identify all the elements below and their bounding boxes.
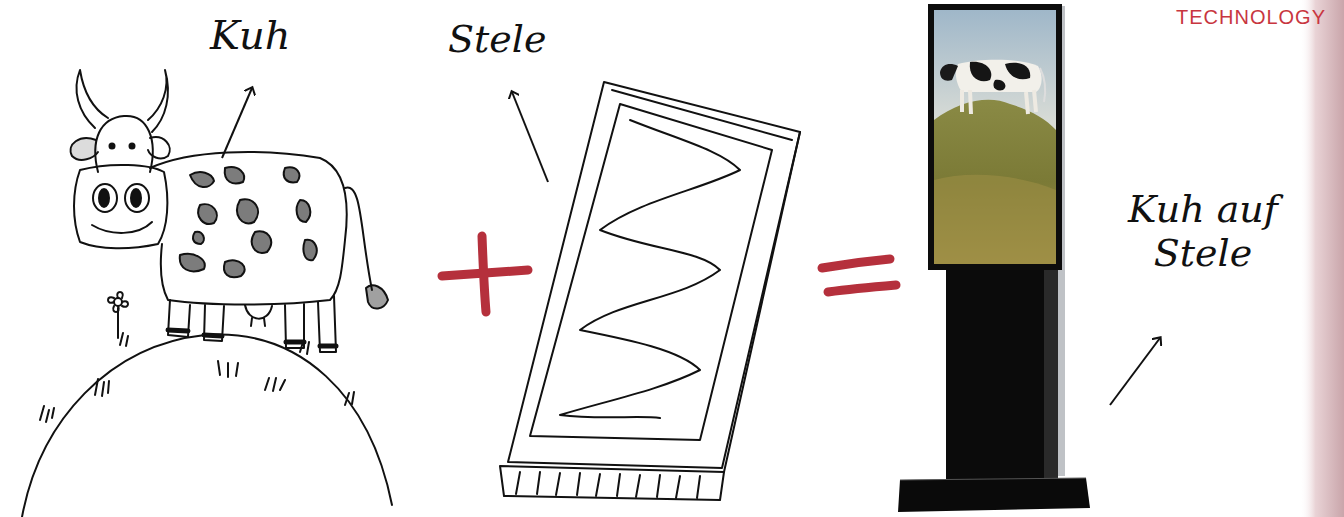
grass-tufts xyxy=(40,333,354,422)
display-hill xyxy=(934,100,1056,264)
sketch-stroke xyxy=(822,259,890,268)
sketch-stroke xyxy=(180,254,205,271)
sketch-stroke xyxy=(190,172,214,187)
stele-foot xyxy=(898,478,1090,512)
sketch-stroke xyxy=(284,167,300,182)
screen-scribble xyxy=(560,120,740,418)
nostril xyxy=(125,184,149,212)
cow-sketch xyxy=(22,70,392,517)
display-grass xyxy=(934,175,1056,264)
background-edge xyxy=(1300,0,1344,517)
sketch-stroke xyxy=(224,260,245,277)
horn xyxy=(76,70,108,128)
stele-screen xyxy=(530,104,772,440)
handwritten-label: Stele xyxy=(448,18,588,62)
handwritten-label: Kuh auf Stele xyxy=(1128,188,1278,275)
sketch-stroke xyxy=(225,167,244,183)
stele-pillar-side xyxy=(1044,270,1058,480)
nostril xyxy=(93,184,117,212)
nostril-hole xyxy=(131,189,141,207)
stele-photo xyxy=(898,4,1090,512)
plus-sign xyxy=(442,236,528,312)
sketch-stroke xyxy=(1040,68,1045,102)
nostril-hole xyxy=(99,189,109,207)
sketch-stroke xyxy=(828,285,896,292)
sketch-stroke xyxy=(193,232,204,244)
sketch-stroke xyxy=(297,200,311,222)
leader-arrow xyxy=(512,92,548,182)
stele-sketch xyxy=(500,82,800,500)
hill xyxy=(22,335,392,517)
flower-petals xyxy=(108,292,128,312)
sketch-stroke xyxy=(482,236,486,312)
sketch-stroke xyxy=(198,204,217,224)
photo-cow xyxy=(940,60,1045,114)
cow-eye xyxy=(130,144,135,149)
handwritten-label: Kuh xyxy=(210,12,320,58)
sketch-stroke xyxy=(303,240,316,260)
display-bezel xyxy=(928,4,1062,270)
base-hatching xyxy=(516,472,700,498)
cow-head xyxy=(95,116,152,172)
sketch-stroke xyxy=(237,199,258,223)
sketch-stroke xyxy=(1005,63,1030,79)
stele-side xyxy=(724,132,800,472)
sketch-stroke xyxy=(252,231,271,253)
flower-center xyxy=(114,298,122,306)
cow-tail xyxy=(345,187,372,290)
cow-muzzle xyxy=(74,165,167,248)
cow-mouth xyxy=(92,222,152,233)
stele-frame xyxy=(508,82,800,468)
cow-udder xyxy=(245,305,272,326)
sketch-stroke xyxy=(970,62,992,81)
stele-frame-edge xyxy=(612,90,792,140)
display-sky xyxy=(934,10,1056,264)
sketch-stroke xyxy=(993,80,1005,91)
foot-edge xyxy=(900,478,1086,480)
brand-text: TECHNOLOGY xyxy=(1176,6,1316,29)
cow-hooves xyxy=(168,330,336,346)
cow-ear xyxy=(71,138,98,160)
stele-pillar xyxy=(946,270,1044,480)
cow-body xyxy=(150,152,347,304)
horn xyxy=(148,70,168,132)
sketch-stroke xyxy=(956,60,1042,92)
cow-spots xyxy=(180,167,317,277)
leader-arrow xyxy=(222,88,252,158)
cow-eye xyxy=(110,144,115,149)
stele-base xyxy=(500,466,724,500)
sketch-stroke xyxy=(962,90,1036,114)
cow-ear xyxy=(148,137,170,158)
equals-sign xyxy=(822,259,896,292)
sketch-stroke xyxy=(940,64,958,81)
tail-tuft xyxy=(366,285,388,308)
leader-arrow xyxy=(1110,338,1160,405)
